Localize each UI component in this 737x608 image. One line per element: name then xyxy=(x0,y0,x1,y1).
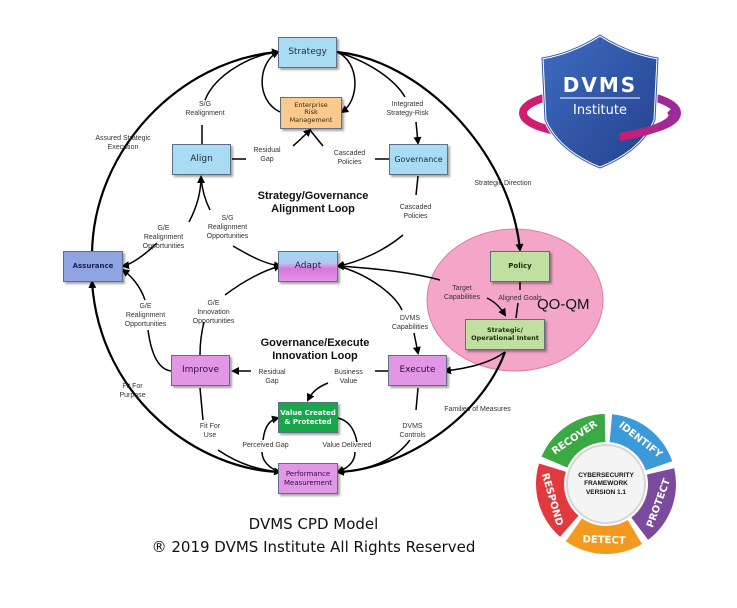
node-governance: Governance xyxy=(389,144,448,175)
node-erm-label: Enterprise Risk Management xyxy=(289,100,333,124)
label-assured-strategic-execution: Assured Strategic Execution xyxy=(95,135,151,151)
loop-title-innovation: Governance/Execute Innovation Loop xyxy=(260,337,370,362)
label-sg-realignment: S/G Realignment xyxy=(185,101,225,117)
node-adapt-label: Adapt xyxy=(294,261,322,272)
csf-center-circle xyxy=(566,444,646,524)
arrow-business-to-value xyxy=(307,382,329,402)
node-value-created-protected: Value Created & Protected xyxy=(278,402,338,433)
arrow-assurance-to-strategy xyxy=(90,48,280,257)
label-cascaded-policies-2: Cascaded Policies xyxy=(399,204,432,220)
node-adapt: Adapt xyxy=(278,251,338,282)
caption-copyright: ® 2019 DVMS Institute All Rights Reserve… xyxy=(151,538,476,556)
label-integrated-strategy-risk: Integrated Strategy-Risk xyxy=(386,101,429,117)
node-assurance-label: Assurance xyxy=(72,262,114,271)
csf-center-text: CYBERSECURITY FRAMEWORK VERSION 1.1 xyxy=(578,472,634,496)
node-strategic-operational-intent: Strategic/ Operational Intent xyxy=(465,319,545,350)
label-target-capabilities: Target Capabilities xyxy=(443,285,481,301)
node-perf-label: Performance Measurement xyxy=(283,470,333,487)
arrow-strategy-to-erm xyxy=(336,51,356,114)
node-enterprise-risk-management: Enterprise Risk Management xyxy=(280,97,342,129)
node-strategy-label: Strategy xyxy=(288,47,327,58)
label-fit-for-use: Fit For Use xyxy=(199,423,221,439)
csf-segment-protect xyxy=(631,468,676,540)
connector-arrows xyxy=(88,48,524,476)
label-value-delivered: Value Delivered xyxy=(322,442,372,449)
arrow-perf-to-assurance xyxy=(88,280,281,474)
label-aligned-goals: Aligned Goals xyxy=(498,295,542,302)
arrow-align-to-strategy xyxy=(201,52,278,146)
arrow-sgopp-to-adapt xyxy=(232,245,282,270)
label-business-value: Business Value xyxy=(334,369,363,385)
loop-title-alignment: Strategy/Governance Alignment Loop xyxy=(257,190,369,215)
label-sg-realignment-opportunities: S/G Realignment Opportunities xyxy=(206,215,249,240)
label-residual-gap-top: Residual Gap xyxy=(253,147,281,163)
arrow-strategy-to-policy xyxy=(336,50,524,252)
arrow-policies-to-erm xyxy=(309,129,324,147)
csf-segment-identify xyxy=(609,414,673,471)
arrow-adapt-to-execute xyxy=(337,265,418,353)
arrow-target-to-adapt xyxy=(336,262,441,281)
csf-label-detect: DETECT xyxy=(582,534,625,546)
node-governance-label: Governance xyxy=(394,154,443,164)
arrow-improve-to-assurance xyxy=(123,270,173,372)
node-align: Align xyxy=(172,144,231,175)
node-strategy: Strategy xyxy=(278,37,337,68)
label-strategic-direction: Strategic Direction xyxy=(474,180,532,187)
logo-dvms-text: DVMS xyxy=(563,73,637,97)
qoqm-label: QO-QM xyxy=(537,296,590,313)
arrow-gap-to-erm xyxy=(292,128,312,147)
label-ge-innovation: G/E Innovation Opportunities xyxy=(192,300,235,325)
arrow-intent-to-execute xyxy=(443,351,506,375)
arrow-execute-controls-to-perf xyxy=(338,387,419,472)
node-execute-label: Execute xyxy=(399,365,436,376)
arrow-improve-innovation-to-adapt xyxy=(199,266,280,356)
arrow-policy-to-intent xyxy=(515,282,521,319)
arrow-sg-opp-to-align xyxy=(200,176,211,211)
logo-institute-text: Institute xyxy=(573,103,627,118)
csf-segment-recover xyxy=(541,414,606,468)
node-align-label: Align xyxy=(190,154,213,165)
node-policy: Policy xyxy=(490,251,550,282)
label-cascaded-policies-1: Cascaded Policies xyxy=(333,150,366,166)
arrow-strategy-to-governance xyxy=(336,51,418,143)
node-improve: Improve xyxy=(171,355,230,386)
node-intent-label: Strategic/ Operational Intent xyxy=(471,326,539,342)
node-improve-label: Improve xyxy=(181,365,219,376)
label-perceived-gap: Perceived Gap xyxy=(242,442,289,449)
label-dvms-capabilities: DVMS Capabilities xyxy=(391,315,429,331)
arrow-improve-fituse-to-perf xyxy=(199,387,280,472)
label-residual-gap-bottom: Residual Gap xyxy=(258,369,286,385)
label-families-of-measures: Families of Measures xyxy=(444,406,511,413)
dvms-institute-logo: DVMS Institute xyxy=(519,33,681,170)
arrow-target-to-intent xyxy=(486,297,507,317)
label-fit-for-purpose: Fit For Purpose xyxy=(119,383,146,399)
csf-segment-respond xyxy=(536,463,579,537)
node-execute: Execute xyxy=(388,355,447,386)
node-value-label: Value Created & Protected xyxy=(280,409,336,426)
node-policy-label: Policy xyxy=(508,262,532,271)
csf-segment-detect xyxy=(565,518,643,554)
label-ge-realignment-top: G/E Realignment Opportunities xyxy=(142,225,185,250)
node-performance-measurement: Performance Measurement xyxy=(278,463,338,494)
caption-title: DVMS CPD Model xyxy=(248,515,379,533)
node-assurance: Assurance xyxy=(63,251,123,282)
label-ge-realignment-bottom: G/E Realignment Opportunities xyxy=(124,303,167,328)
label-dvms-controls: DVMS Controls xyxy=(399,423,426,439)
